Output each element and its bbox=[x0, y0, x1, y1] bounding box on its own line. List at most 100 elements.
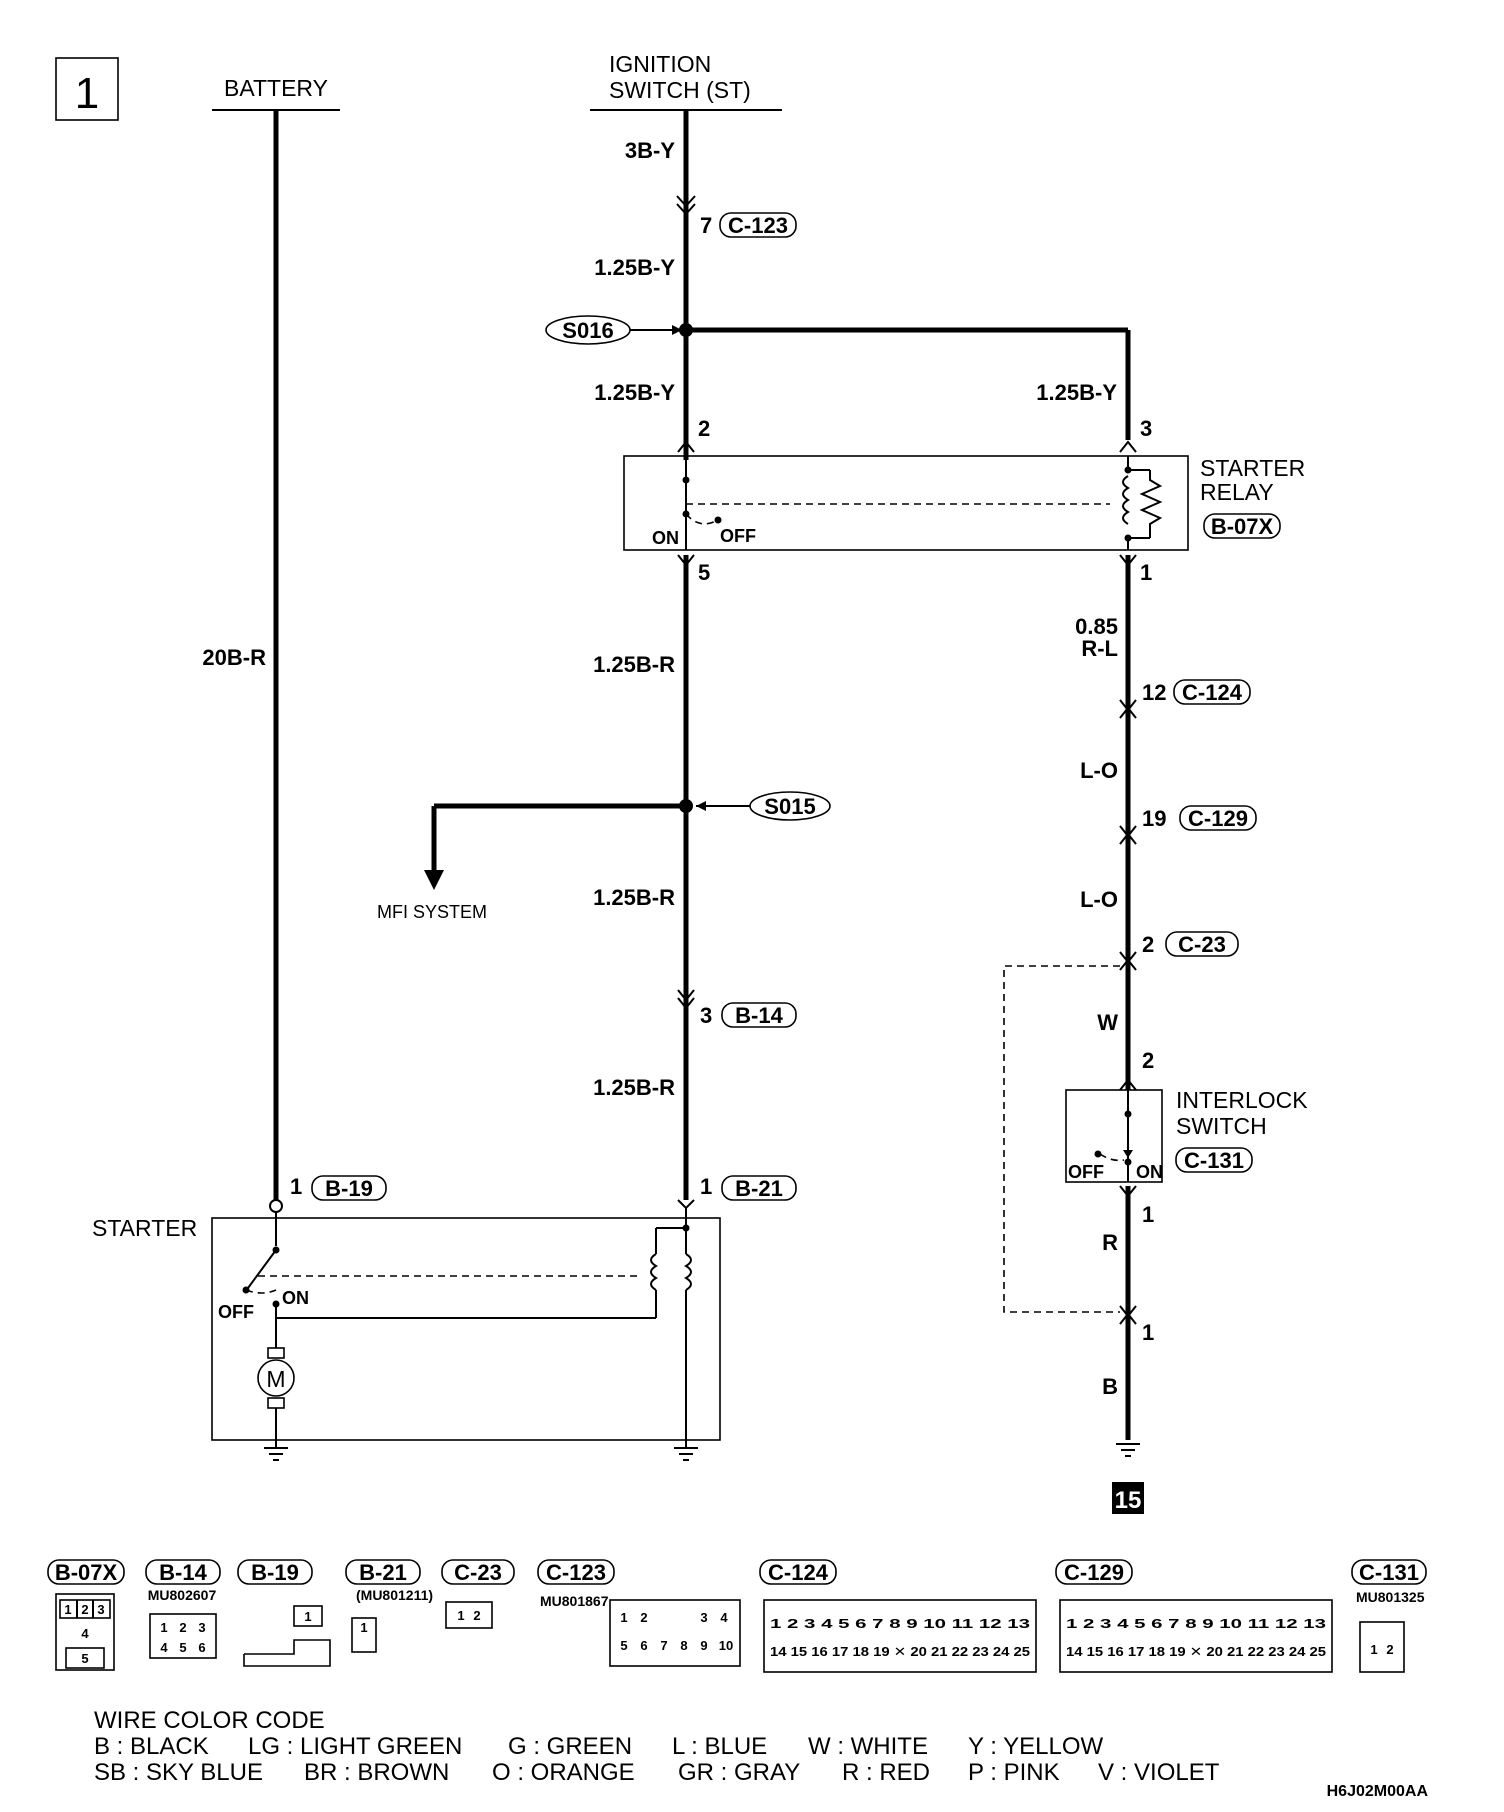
legend-title: WIRE COLOR CODE bbox=[94, 1707, 325, 1734]
battery-label: BATTERY bbox=[224, 75, 328, 101]
legend-item: R : RED bbox=[842, 1759, 930, 1786]
svg-text:2: 2 bbox=[640, 1610, 647, 1625]
legend-item: LG : LIGHT GREEN bbox=[248, 1733, 462, 1760]
mfi-system-label: MFI SYSTEM bbox=[377, 902, 487, 922]
connector-view-b21: B-21 (MU801211) 1 bbox=[345, 1559, 433, 1653]
ground-icon bbox=[1116, 1443, 1140, 1457]
ground-icon bbox=[264, 1440, 288, 1461]
wire-label-mfi-after: 1.25B-R bbox=[593, 885, 675, 910]
legend-item: P : PINK bbox=[968, 1759, 1060, 1786]
legend-item: B : BLACK bbox=[94, 1733, 209, 1760]
page-number: 1 bbox=[75, 69, 99, 118]
svg-text:1: 1 bbox=[360, 1620, 367, 1635]
continuation-ref: 15 bbox=[1115, 1487, 1142, 1514]
connector-view-id: C-23 bbox=[454, 1560, 502, 1585]
c124-tag: C-124 bbox=[1182, 680, 1243, 705]
c124-pin: 12 bbox=[1142, 680, 1166, 705]
wire-label-after-b14: 1.25B-R bbox=[593, 1075, 675, 1100]
legend-item: SB : SKY BLUE bbox=[94, 1759, 263, 1786]
svg-text:14 15 16 17 18 19 ✕ 20 21 22 2: 14 15 16 17 18 19 ✕ 20 21 22 23 24 25 bbox=[770, 1644, 1030, 1659]
svg-text:14 15 16 17 18 19 ✕ 20 21 22 2: 14 15 16 17 18 19 ✕ 20 21 22 23 24 25 bbox=[1066, 1644, 1326, 1659]
connector-view-id: C-123 bbox=[546, 1560, 606, 1585]
ignition-wire: 3B-Y 7 C-123 1.25B-Y S016 1.25B-Y 1.25B-… bbox=[545, 110, 1152, 460]
connector-view-c129: C-129 1 2 3 4 5 6 7 8 9 10 11 12 13 14 1… bbox=[1055, 1559, 1333, 1673]
relay-off-label: OFF bbox=[720, 526, 756, 546]
wire-label-ign-after-c123: 1.25B-Y bbox=[594, 255, 675, 280]
wire-label-ign-top: 3B-Y bbox=[625, 138, 675, 163]
legend-item: GR : GRAY bbox=[678, 1759, 800, 1786]
svg-text:3: 3 bbox=[700, 1610, 707, 1625]
svg-text:2: 2 bbox=[81, 1602, 88, 1617]
interlock-label-line2: SWITCH bbox=[1176, 1113, 1267, 1139]
svg-text:2: 2 bbox=[1386, 1642, 1393, 1657]
connector-view-c123: C-123 MU801867 1 2 3 4 5 6 7 8 9 10 bbox=[537, 1559, 741, 1667]
svg-text:6: 6 bbox=[198, 1640, 205, 1655]
connector-view-id: B-19 bbox=[251, 1560, 299, 1585]
connector-view-b19: B-19 1 bbox=[237, 1559, 331, 1667]
relay-pin1: 1 bbox=[1140, 560, 1152, 585]
legend-item: O : ORANGE bbox=[492, 1759, 635, 1786]
lower-pin1: 1 bbox=[1142, 1320, 1154, 1345]
battery-source: BATTERY bbox=[212, 75, 340, 111]
svg-text:1: 1 bbox=[457, 1608, 464, 1623]
b21-tag: B-21 bbox=[735, 1176, 783, 1201]
connector-views: B-07X 1 2 3 4 5 B-14 MU802607 1 2 3 4 5 … bbox=[47, 1559, 1427, 1673]
interlock-pin2: 2 bbox=[1142, 1048, 1154, 1073]
svg-text:1 2 3 4 5 6 7 8 9 10 11 12 13: 1 2 3 4 5 6 7 8 9 10 11 12 13 bbox=[1066, 1616, 1326, 1631]
legend-item: W : WHITE bbox=[808, 1733, 928, 1760]
ignition-label-line2: SWITCH (ST) bbox=[609, 77, 751, 103]
c129-pin: 19 bbox=[1142, 806, 1166, 831]
connector-view-id: B-21 bbox=[359, 1560, 407, 1585]
legend-item: G : GREEN bbox=[508, 1733, 632, 1760]
interlock-label-line1: INTERLOCK bbox=[1176, 1087, 1308, 1113]
connector-view-id: B-14 bbox=[159, 1560, 207, 1585]
legend-item: V : VIOLET bbox=[1098, 1759, 1220, 1786]
wire-label-after-interlock: R bbox=[1102, 1230, 1118, 1255]
c129-tag: C-129 bbox=[1188, 806, 1248, 831]
b14-pin: 3 bbox=[700, 1003, 712, 1028]
svg-text:1 2 3 4 5 6 7 8 9 10 11 12 13: 1 2 3 4 5 6 7 8 9 10 11 12 13 bbox=[770, 1616, 1030, 1631]
svg-text:8: 8 bbox=[680, 1638, 687, 1653]
wire-label-after-c124: L-O bbox=[1080, 758, 1118, 783]
connector-view-id: C-124 bbox=[768, 1560, 829, 1585]
interlock-on-label: ON bbox=[1136, 1162, 1163, 1182]
starter-relay-label-line2: RELAY bbox=[1200, 479, 1274, 505]
starter-off-label: OFF bbox=[218, 1302, 254, 1322]
diagram-code: H6J02M00AA bbox=[1327, 1783, 1429, 1800]
ignition-label-line1: IGNITION bbox=[609, 51, 711, 77]
wire-label-battery: 20B-R bbox=[202, 645, 266, 670]
connector-view-b07x: B-07X 1 2 3 4 5 bbox=[47, 1559, 125, 1671]
connector-view-id: B-07X bbox=[55, 1560, 118, 1585]
connector-view-id: C-129 bbox=[1064, 1560, 1124, 1585]
connector-view-c124: C-124 1 2 3 4 5 6 7 8 9 10 11 12 13 14 1… bbox=[759, 1559, 1037, 1673]
svg-text:4: 4 bbox=[160, 1640, 168, 1655]
legend-item: Y : YELLOW bbox=[968, 1733, 1104, 1760]
c23-tag: C-23 bbox=[1178, 932, 1226, 957]
starter-label: STARTER bbox=[92, 1215, 197, 1241]
c23-pin: 2 bbox=[1142, 932, 1154, 957]
splice-s015: S015 bbox=[764, 794, 815, 819]
interlock-switch: OFF ON INTERLOCK SWITCH C-131 bbox=[1065, 1087, 1308, 1183]
wire-label-to-ground: B bbox=[1102, 1374, 1118, 1399]
wire-label-relay-out: 1.25B-R bbox=[593, 652, 675, 677]
connector-view-b14: B-14 MU802607 1 2 3 4 5 6 bbox=[145, 1559, 221, 1659]
interlock-id: C-131 bbox=[1184, 1148, 1244, 1173]
wire-label-coil-out-2: R-L bbox=[1081, 636, 1118, 661]
svg-text:5: 5 bbox=[179, 1640, 186, 1655]
c123-pin: 7 bbox=[700, 213, 712, 238]
relay-output-wire: 5 1.25B-R S015 MFI SYSTEM 1.25B-R 3 B-14… bbox=[377, 554, 831, 1210]
relay-pin5: 5 bbox=[698, 560, 710, 585]
svg-text:9: 9 bbox=[700, 1638, 707, 1653]
relay-coil-wire: 1 0.85 R-L 12 C-124 L-O 19 C-129 L-O 2 C… bbox=[1003, 554, 1257, 1313]
wire-label-ign-right-branch: 1.25B-Y bbox=[1036, 380, 1117, 405]
b19-tag: B-19 bbox=[325, 1176, 373, 1201]
battery-wire: 20B-R 1 B-19 bbox=[202, 110, 387, 1213]
svg-text:1: 1 bbox=[620, 1610, 627, 1625]
connector-view-part: MU802607 bbox=[148, 1587, 217, 1603]
starter-relay-id: B-07X bbox=[1211, 514, 1274, 539]
ignition-switch-source: IGNITION SWITCH (ST) bbox=[590, 51, 782, 111]
b14-tag: B-14 bbox=[735, 1003, 783, 1028]
connector-view-part: (MU801211) bbox=[356, 1587, 433, 1603]
svg-text:3: 3 bbox=[198, 1620, 205, 1635]
wire-label-ign-left-branch: 1.25B-Y bbox=[594, 380, 675, 405]
